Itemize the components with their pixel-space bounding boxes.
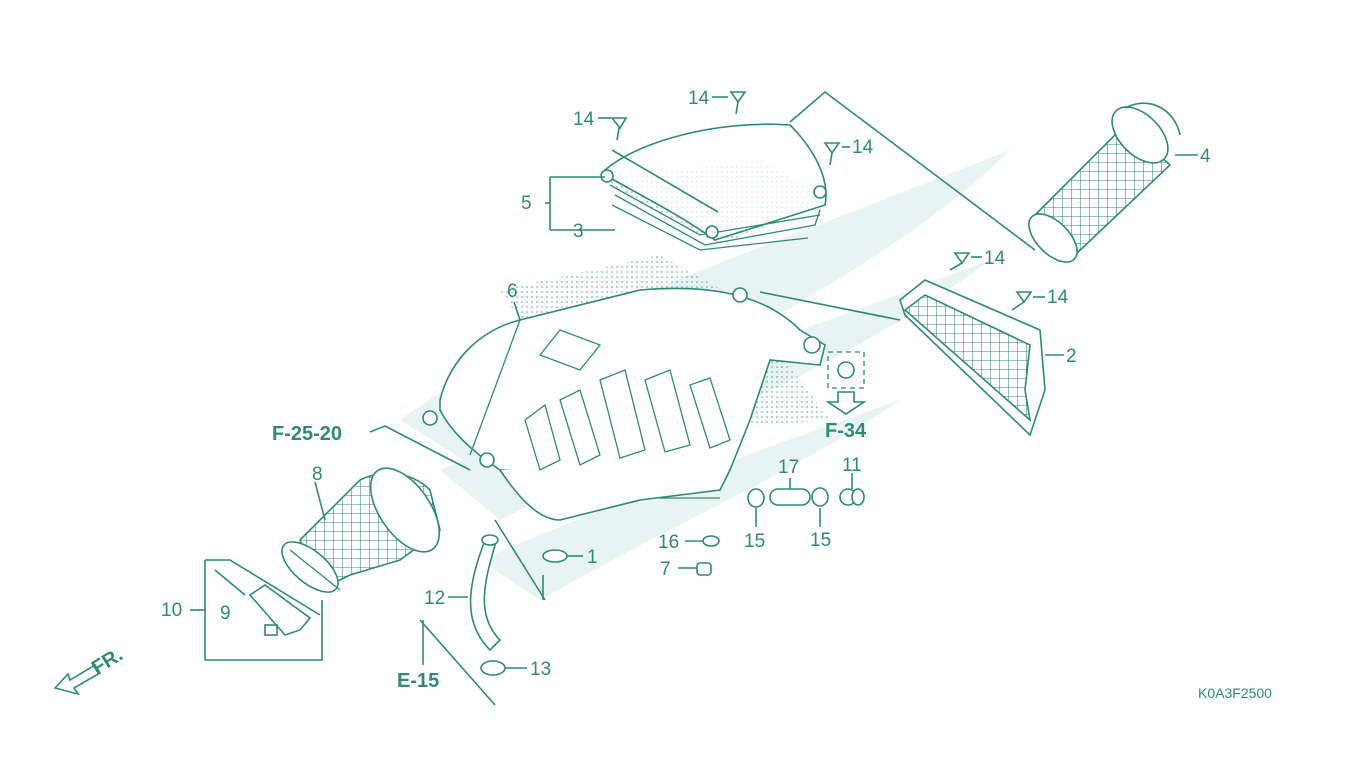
label-part-7: 7	[660, 559, 671, 580]
label-part-13: 13	[530, 659, 551, 680]
label-part-2: 2	[1066, 346, 1077, 367]
label-part-15b: 15	[810, 530, 831, 551]
ref-f-25-20: F-25-20	[272, 423, 342, 445]
label-part-3: 3	[573, 221, 584, 242]
label-part-10: 10	[161, 600, 182, 621]
down-arrow-icon	[825, 391, 867, 415]
label-part-12: 12	[424, 588, 445, 609]
label-part-14c: 14	[852, 137, 874, 158]
label-part-14b: 14	[688, 88, 710, 109]
drain-tube	[419, 519, 546, 706]
ref-f-34: F-34	[825, 420, 867, 442]
small-parts	[542, 351, 865, 576]
filter-sleeve	[1028, 102, 1181, 263]
label-part-14e: 14	[1047, 287, 1069, 308]
air-cleaner-case	[422, 255, 830, 521]
label-part-16: 16	[658, 532, 679, 553]
ref-e-15: E-15	[397, 670, 439, 692]
front-arrow-icon	[53, 663, 102, 696]
connecting-tube	[281, 467, 441, 593]
leader-lines	[190, 90, 1198, 669]
label-part-11: 11	[842, 455, 862, 476]
label-part-17: 17	[778, 457, 799, 478]
diagram-code: K0A3F2500	[1198, 685, 1272, 701]
air-cleaner-element	[899, 279, 1046, 437]
label-part-8: 8	[312, 464, 323, 485]
cover-assembly	[600, 123, 830, 251]
label-part-4: 4	[1200, 146, 1211, 167]
label-part-14a: 14	[573, 109, 595, 130]
label-part-9: 9	[220, 603, 231, 624]
label-part-14d: 14	[984, 248, 1006, 269]
label-part-1: 1	[587, 547, 598, 568]
label-part-15a: 15	[744, 531, 765, 552]
label-part-5: 5	[521, 193, 532, 214]
screws	[610, 91, 1033, 311]
label-part-6: 6	[507, 281, 518, 302]
